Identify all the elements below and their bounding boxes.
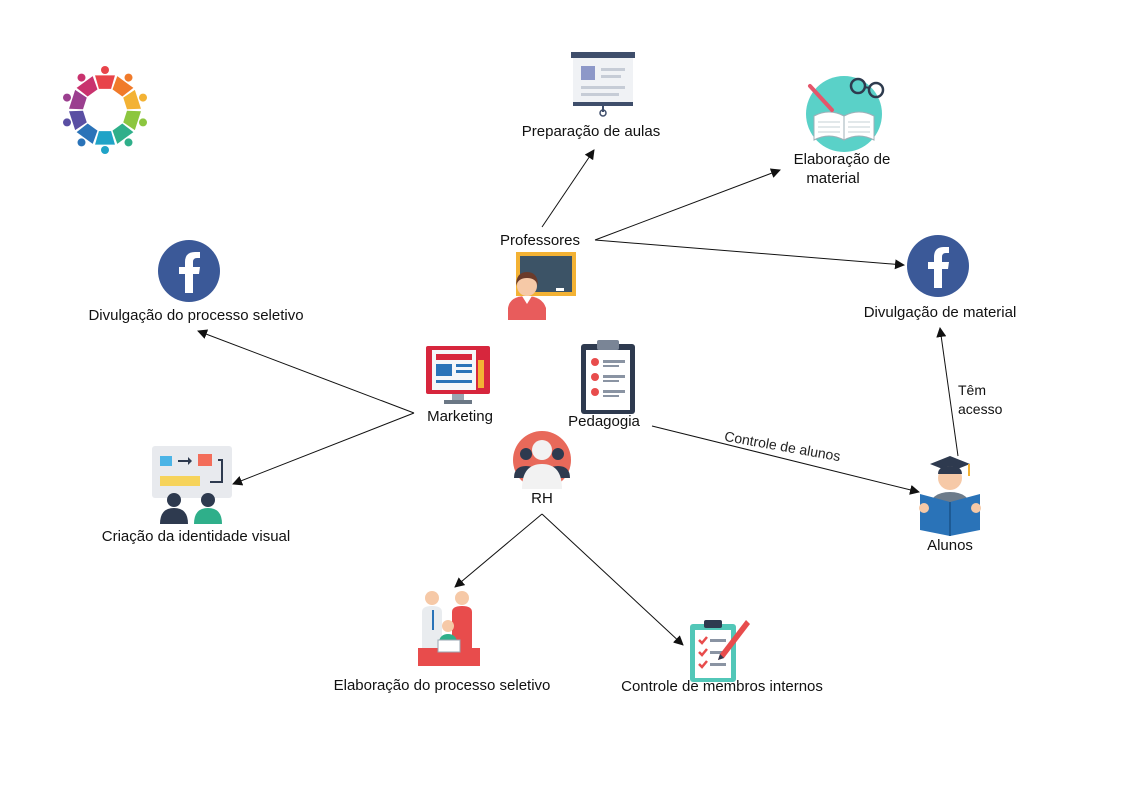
logo-person-head — [77, 138, 86, 147]
logo-person-head — [139, 93, 147, 102]
logo-person-body — [69, 89, 87, 110]
logo-person-head — [101, 66, 109, 74]
logo-person-head — [124, 138, 133, 147]
edge-marketing-criacao — [232, 412, 415, 486]
logo-person-body — [123, 110, 141, 131]
logo-person-head — [101, 146, 109, 154]
node-divulgacao-de-material: Divulgação de material — [863, 304, 1017, 321]
logo-person-body — [95, 131, 115, 145]
node-alunos: Alunos — [927, 537, 973, 554]
node-pedagogia: Pedagogia — [568, 413, 640, 430]
node-elaboracao-de-material-line1: Elaboração de — [793, 151, 891, 168]
node-criacao-identidade-visual: Criação da identidade visual — [101, 528, 291, 545]
edge-label-tem-acesso-line1: Têm — [958, 382, 986, 398]
person-group-icon — [513, 431, 571, 489]
logo-person-body — [95, 75, 115, 89]
logo-person-body — [76, 123, 98, 144]
edges — [197, 149, 959, 646]
logo-person-head — [124, 73, 133, 82]
team-circle-logo-icon — [63, 66, 147, 154]
logo-person-body — [112, 123, 134, 144]
checklist-pen-icon — [690, 620, 750, 682]
edge-pedagogia-alunos — [651, 425, 920, 495]
facebook-icon — [907, 235, 969, 297]
node-elaboracao-processo-seletivo: Elaboração do processo seletivo — [333, 677, 551, 694]
node-rh: RH — [531, 490, 553, 507]
logo-person-head — [63, 118, 71, 127]
graduate-reading-icon — [919, 456, 981, 536]
logo-person-body — [123, 89, 141, 110]
edge-label-tem-acesso: Têm acesso — [958, 381, 1002, 419]
node-elaboracao-de-material-line2: material — [806, 170, 860, 187]
logo-person-body — [112, 76, 134, 97]
edge-rh-controle — [541, 513, 684, 646]
presentation-board-icon — [571, 52, 635, 117]
logo-person-body — [69, 110, 87, 131]
logo-person-head — [77, 73, 86, 82]
node-marketing: Marketing — [427, 408, 493, 425]
edge-professores-divulgacao — [594, 239, 905, 270]
edge-marketing-divulgacao — [197, 329, 415, 414]
edge-alunos-divulgacao — [936, 327, 959, 457]
clipboard-list-icon — [581, 340, 635, 414]
logo-person-head — [63, 93, 71, 102]
edge-professores-preparacao — [541, 149, 595, 228]
design-board-icon — [152, 446, 232, 524]
node-divulgacao-processo-seletivo: Divulgação do processo seletivo — [88, 307, 304, 324]
node-controle-membros-internos: Controle de membros internos — [621, 678, 823, 695]
logo-person-body — [76, 76, 98, 97]
teacher-icon — [508, 252, 576, 320]
open-book-glasses-icon — [806, 76, 885, 152]
facebook-icon — [158, 240, 220, 302]
meeting-people-icon — [418, 591, 480, 666]
node-professores: Professores — [499, 232, 581, 249]
edge-rh-elaboracao — [454, 513, 543, 588]
edge-label-tem-acesso-line2: acesso — [958, 401, 1003, 417]
node-preparacao-de-aulas: Preparação de aulas — [521, 123, 661, 140]
monitor-newspaper-icon — [426, 346, 490, 404]
logo-person-head — [139, 118, 147, 127]
node-elaboracao-de-material: Elaboração de material — [794, 150, 891, 188]
edge-professores-elaboracao — [594, 168, 781, 241]
